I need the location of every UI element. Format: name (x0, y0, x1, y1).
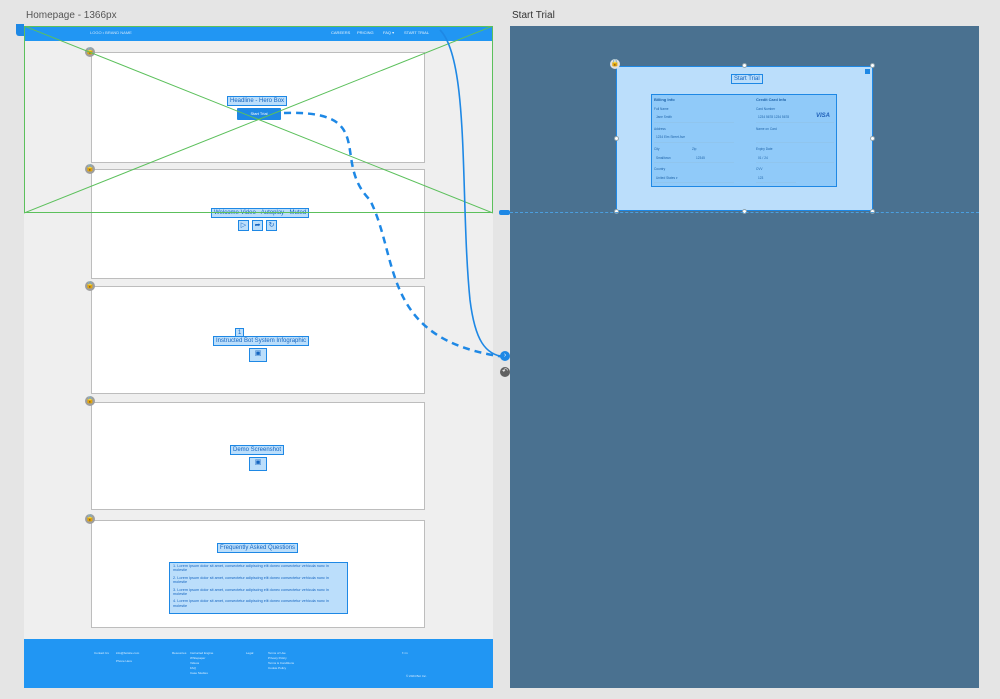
zip-field[interactable]: 12345 (696, 156, 705, 160)
lock-icon[interactable]: 🔒 (610, 59, 620, 69)
demo-screenshot-label[interactable]: Demo Screenshot (230, 445, 285, 455)
social-icons[interactable]: f t in (402, 651, 408, 655)
field-label: CVV (756, 167, 763, 171)
billing-heading: Billing Info (654, 97, 675, 102)
country-select[interactable]: United States ▾ (656, 176, 678, 180)
field-label: Full Name (654, 107, 669, 111)
lock-icon[interactable]: 🔒 (85, 281, 95, 291)
resize-handle[interactable] (614, 136, 619, 141)
footer-link[interactable]: Case Studies (190, 671, 208, 675)
resize-handle[interactable] (742, 209, 747, 214)
copyright: © 2024 Bot Inc. (406, 674, 427, 678)
nav-faq[interactable]: FAQ ▾ (383, 30, 395, 35)
payment-form: Billing Info Credit Card Info Full Name … (651, 94, 837, 187)
footer: Contact Us info@botsite.com Phone Here R… (24, 639, 493, 688)
resize-handle[interactable] (870, 136, 875, 141)
start-trial-title[interactable]: Start Trial (731, 74, 763, 84)
hero-cta-button[interactable]: Start Trial (237, 108, 281, 120)
address-field[interactable]: 1234 Elm Street Ave (656, 135, 685, 139)
homepage-artboard[interactable]: LOGO • BRAND NAME CAREERS PRICING FAQ ▾ … (24, 26, 493, 688)
field-label: Country (654, 167, 666, 171)
play-icon[interactable]: ▷ (238, 220, 249, 231)
infographic-label[interactable]: Instructed Bot System Infographic (213, 336, 310, 346)
field-label: Zip (692, 147, 697, 151)
resize-handle[interactable] (870, 63, 875, 68)
start-trial-artboard[interactable]: Start Trial Billing Info Credit Card Inf… (510, 26, 979, 688)
footer-link[interactable]: Terms of Use (268, 651, 286, 655)
resize-handle[interactable] (742, 63, 747, 68)
flow-start-marker[interactable] (16, 24, 24, 36)
footer-link[interactable]: Privacy Policy (268, 656, 287, 660)
close-icon[interactable] (865, 69, 870, 74)
field-label: Card Number (756, 107, 776, 111)
lock-icon[interactable]: 🔒 (85, 164, 95, 174)
footer-resources-heading: Resources (172, 651, 187, 655)
lock-icon[interactable]: 🔒 (85, 514, 95, 524)
footer-link[interactable]: Instructed Engine (190, 651, 214, 655)
faq-item: 3. Lorem ipsum dolor sit amet, consectet… (173, 587, 329, 597)
hero-headline-label[interactable]: Headline - Hero Box (227, 96, 288, 106)
card-heading: Credit Card Info (756, 97, 787, 102)
faq-item: 1. Lorem ipsum dolor sit amet, consectet… (173, 564, 329, 573)
footer-link[interactable]: Cookie Policy (268, 666, 287, 670)
image-icon[interactable]: ▣ (249, 348, 267, 362)
back-link-icon[interactable]: ↶ (500, 367, 510, 377)
lock-icon[interactable]: 🔒 (85, 396, 95, 406)
hero-image-placeholder[interactable] (24, 26, 493, 216)
cvv-field[interactable]: 123 (758, 176, 764, 180)
faq-text-block[interactable]: 1. Lorem ipsum dolor sit amet, consectet… (169, 562, 348, 614)
footer-link[interactable]: FAQ (190, 666, 197, 670)
resize-handle[interactable] (614, 209, 619, 214)
brand-logo[interactable]: LOGO • BRAND NAME (90, 30, 132, 35)
footer-contact-email[interactable]: info@botsite.com (116, 651, 140, 655)
full-name-field[interactable]: Jane Smith (656, 115, 672, 119)
expiry-field[interactable]: 01 / 24 (758, 156, 768, 160)
faq-title[interactable]: Frequently Asked Questions (217, 543, 299, 553)
footer-contact-phone[interactable]: Phone Here (116, 659, 133, 663)
footer-link[interactable]: Whitepaper (190, 656, 206, 660)
prototype-target-icon[interactable]: › (500, 351, 510, 361)
resize-handle[interactable] (870, 209, 875, 214)
scroll-marker[interactable] (499, 210, 510, 215)
faq-item: 4. Lorem ipsum dolor sit amet, consectet… (173, 599, 329, 608)
fixed-position-guide (510, 212, 979, 214)
homepage-artboard-title[interactable]: Homepage - 1366px (26, 10, 117, 21)
field-label: Address (654, 127, 666, 131)
top-navigation: LOGO • BRAND NAME CAREERS PRICING FAQ ▾ … (24, 26, 493, 41)
field-label: Expiry Date (756, 147, 773, 151)
start-trial-modal[interactable]: Start Trial Billing Info Credit Card Inf… (616, 66, 873, 211)
footer-legal-heading: Legal (246, 651, 254, 655)
footer-link[interactable]: Videos (190, 661, 200, 665)
field-label: Name on Card (756, 127, 777, 131)
city-field[interactable]: Smalltown (656, 156, 671, 160)
share-icon[interactable]: ➦ (252, 220, 263, 231)
footer-contact-heading: Contact Us (94, 651, 109, 655)
faq-item: 2. Lorem ipsum dolor sit amet, consectet… (173, 575, 329, 585)
demo-section[interactable] (91, 402, 425, 510)
footer-link[interactable]: Terms & Conditions (268, 661, 295, 665)
field-label: City (654, 147, 660, 151)
card-number-field[interactable]: 1234 5678 1234 5678 (758, 115, 790, 119)
refresh-icon[interactable]: ↻ (266, 220, 277, 231)
image-icon[interactable]: ▣ (249, 457, 267, 471)
start-trial-artboard-title[interactable]: Start Trial (512, 10, 555, 21)
visa-logo: VISA (816, 113, 831, 119)
nav-start-trial[interactable]: START TRIAL (404, 30, 430, 35)
nav-pricing[interactable]: PRICING (357, 30, 374, 35)
nav-careers[interactable]: CAREERS (331, 30, 351, 35)
